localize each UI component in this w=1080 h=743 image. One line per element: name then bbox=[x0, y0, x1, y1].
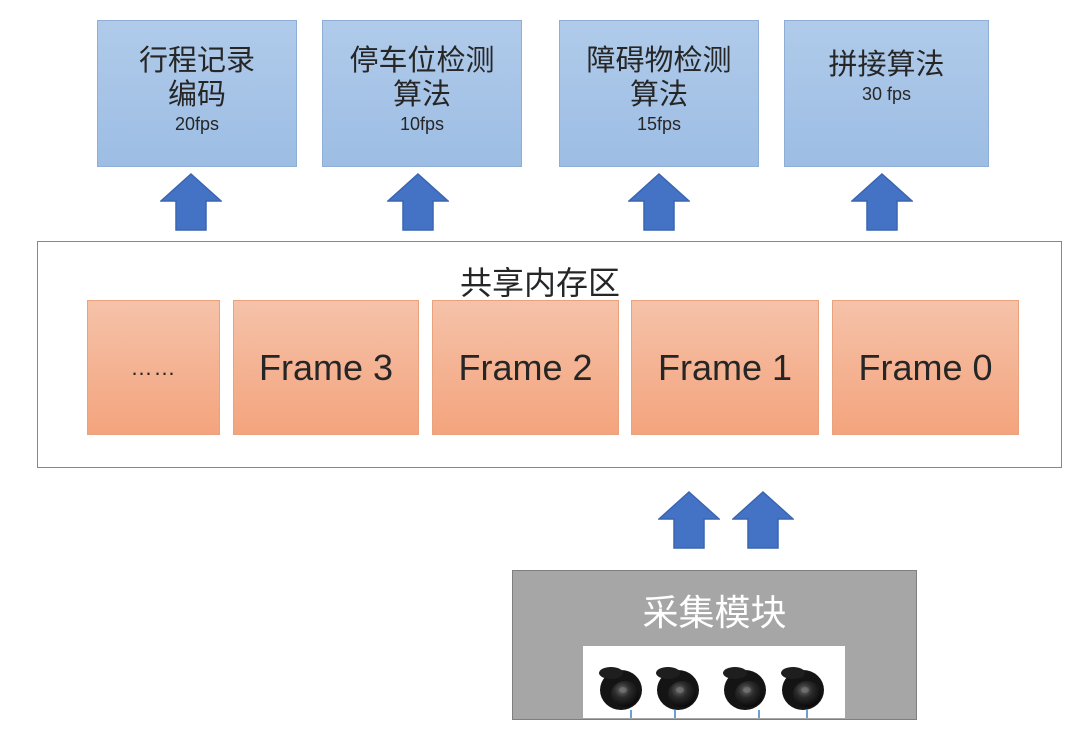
consumer-stitching: 拼接算法 30 fps bbox=[784, 20, 989, 167]
consumer-title: 行程记录 编码 bbox=[138, 43, 255, 111]
consumer-title: 障碍物检测 算法 bbox=[586, 43, 732, 111]
consumer-rate: 15fps bbox=[636, 114, 682, 134]
arrow-up-icon bbox=[732, 491, 794, 549]
consumer-title: 拼接算法 bbox=[828, 47, 945, 81]
consumer-title: 停车位检测 算法 bbox=[349, 43, 495, 111]
consumer-trip-recording-encoding: 行程记录 编码 20fps bbox=[97, 20, 297, 167]
camera-icon bbox=[599, 667, 642, 718]
frame-0: Frame 0 bbox=[832, 300, 1019, 435]
frame-3: Frame 3 bbox=[233, 300, 419, 435]
frame-2: Frame 2 bbox=[432, 300, 619, 435]
consumer-rate: 20fps bbox=[174, 114, 220, 134]
consumer-rate: 30 fps bbox=[861, 84, 912, 104]
arrow-up-icon bbox=[658, 491, 720, 549]
arrow-up-icon bbox=[160, 173, 222, 231]
consumer-parking-detection: 停车位检测 算法 10fps bbox=[322, 20, 522, 167]
frame-ellipsis: …… bbox=[87, 300, 220, 435]
capture-module-title: 采集模块 bbox=[642, 593, 787, 634]
camera-icon bbox=[656, 667, 699, 718]
frame-1: Frame 1 bbox=[631, 300, 819, 435]
consumer-obstacle-detection: 障碍物检测 算法 15fps bbox=[559, 20, 759, 167]
shared-memory-title: 共享内存区 bbox=[459, 264, 620, 302]
camera-icon bbox=[781, 667, 824, 718]
arrow-up-icon bbox=[628, 173, 690, 231]
camera-icon bbox=[723, 667, 766, 718]
camera-image bbox=[583, 646, 845, 718]
arrow-up-icon bbox=[387, 173, 449, 231]
consumer-rate: 10fps bbox=[399, 114, 445, 134]
cameras-icon bbox=[599, 667, 824, 718]
arrow-up-icon bbox=[851, 173, 913, 231]
